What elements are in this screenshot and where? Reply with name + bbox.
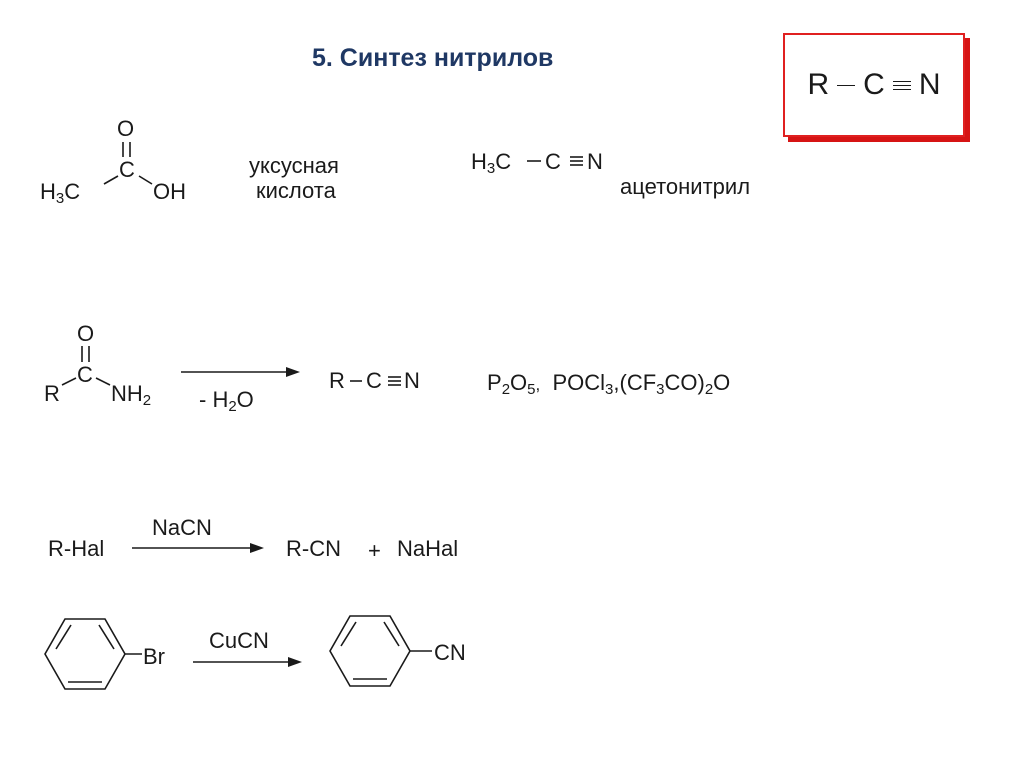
amide-nh2: NH2 — [111, 381, 152, 409]
acetonitrile-name: ацетонитрил — [620, 174, 751, 199]
acetonitrile-nitrogen: N — [587, 149, 603, 174]
arrowhead-dehydration — [286, 367, 300, 377]
arrowhead-nacn — [250, 543, 264, 553]
amide-oxygen: O — [77, 321, 95, 346]
reagents-formatted: P2O5, POCl3,(CF3CO)2O — [487, 370, 731, 398]
ring1-inner-3 — [98, 624, 115, 650]
acid-bond-right — [138, 175, 153, 185]
triple-bond — [892, 80, 911, 90]
amide-carbon: C — [77, 362, 93, 387]
amide-bond-left — [61, 377, 77, 386]
acetonitrile-carbon: C — [545, 149, 561, 174]
acid-methyl: H3C — [40, 179, 81, 207]
acetonitrile-methyl: H3C — [471, 149, 512, 177]
ring2-inner-2 — [340, 621, 357, 647]
halide-product: R-CN — [286, 536, 341, 561]
acid-oxygen: O — [117, 116, 135, 141]
cucn-reagent: CuCN — [209, 628, 269, 653]
dehydration-condition: - H2O — [199, 387, 254, 415]
acid-hydroxyl: OH — [153, 179, 186, 204]
general-formula: R C N — [807, 68, 940, 102]
bromo-substituent: Br — [143, 644, 165, 669]
acid-carbon: C — [119, 157, 135, 182]
general-formula-box: R C N — [783, 33, 965, 137]
ring2-inner-3 — [383, 621, 400, 647]
page-title: 5. Синтез нитрилов — [312, 44, 554, 72]
nacn-reagent: NaCN — [152, 515, 212, 540]
atom-n: N — [918, 68, 941, 101]
product-nitrogen: N — [404, 368, 420, 393]
single-bond — [837, 84, 856, 86]
acid-name-line1: уксусная — [249, 153, 339, 178]
atom-c: C — [863, 68, 885, 101]
product-r: R — [329, 368, 345, 393]
product-carbon: C — [366, 368, 382, 393]
benzene-ring-2 — [329, 615, 411, 687]
benzene-ring-1 — [44, 618, 126, 690]
arrowhead-cucn — [288, 657, 302, 667]
acid-bond-left — [103, 175, 119, 185]
atom-r: R — [807, 68, 830, 101]
halide-reactant: R-Hal — [48, 536, 105, 561]
cyano-substituent: CN — [434, 640, 466, 665]
plus-sign: + — [368, 538, 381, 563]
ring1-inner-2 — [55, 624, 72, 650]
amide-bond-right — [95, 377, 111, 386]
dehydration-reagents: P2O5, POCl3,(CF3CO)2O — [487, 370, 731, 398]
halide-byproduct: NaHal — [397, 536, 459, 561]
acid-name-line2: кислота — [256, 178, 336, 203]
amide-r: R — [44, 381, 60, 406]
